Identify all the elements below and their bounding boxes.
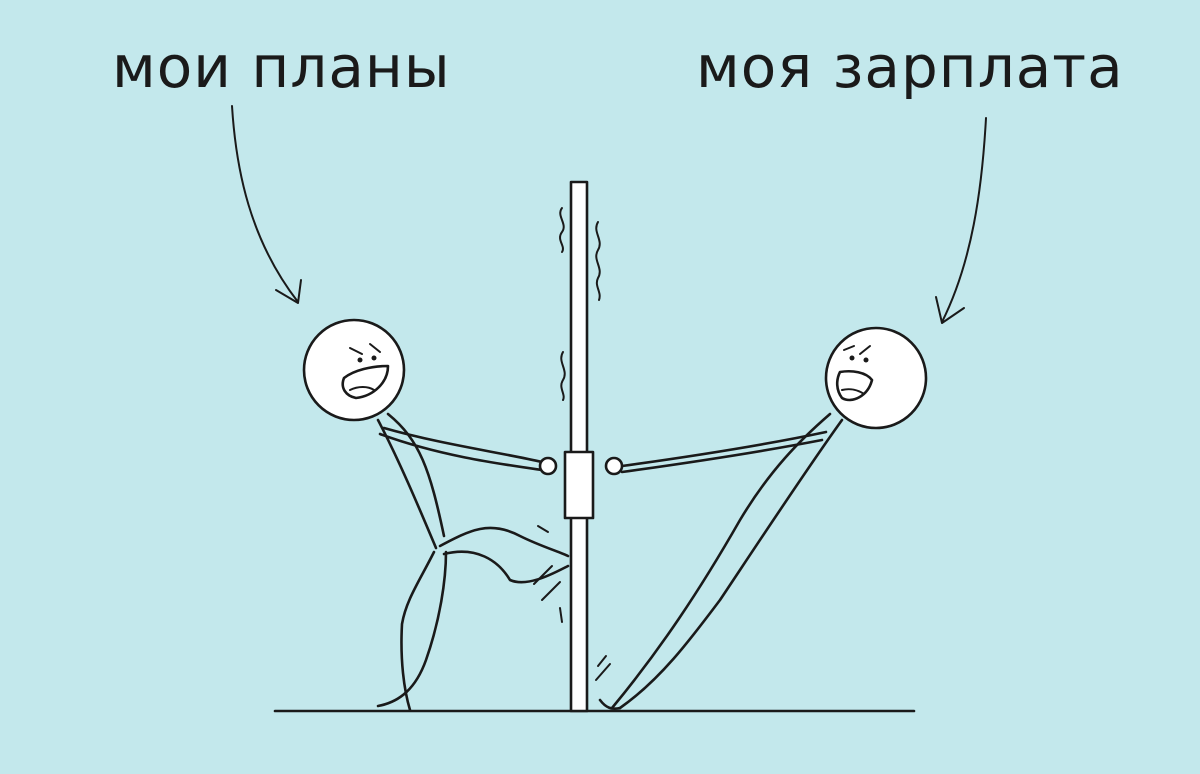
arrow-left bbox=[231, 105, 302, 304]
label-my-plans: мои планы bbox=[112, 33, 451, 101]
label-my-salary: моя зарплата bbox=[696, 33, 1124, 101]
stick-figure-left bbox=[302, 318, 570, 712]
glass-door bbox=[563, 180, 595, 713]
vibration-marks bbox=[533, 207, 611, 681]
stick-figure-right bbox=[598, 326, 928, 711]
arrow-right bbox=[935, 117, 987, 324]
